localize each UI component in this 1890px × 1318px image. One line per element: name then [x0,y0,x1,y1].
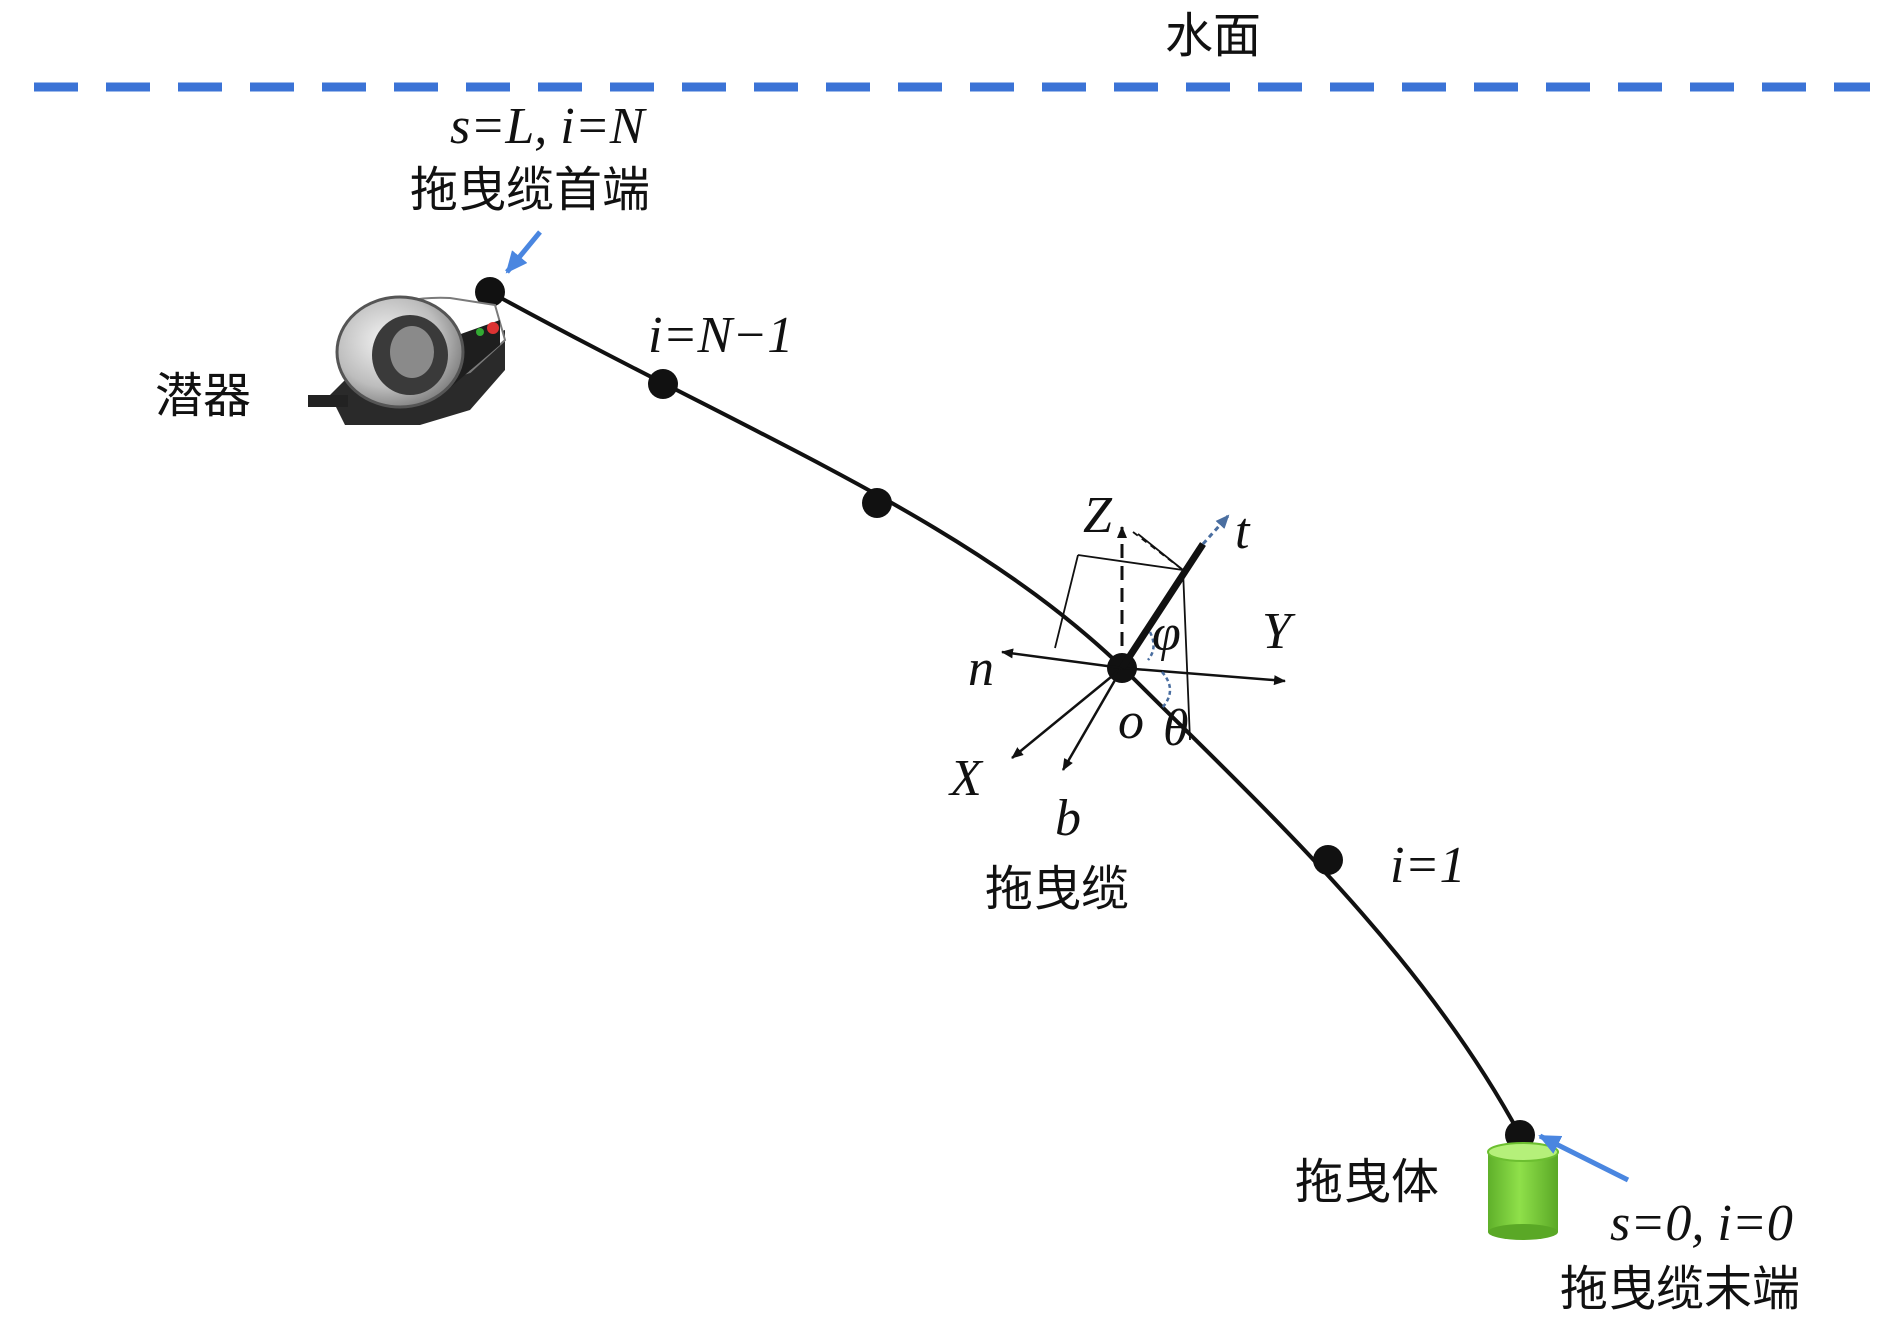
axis-t-arrow [1201,514,1230,545]
tail-node-label: 拖曳缆末端 [1560,1261,1800,1317]
head-node-label: 拖曳缆首端 [410,162,650,218]
axis-X-label: X [948,750,984,807]
phi-label: φ [1152,605,1181,662]
axis-Z-label: Z [1083,487,1113,544]
towed-cable [489,290,1522,1136]
node-n-minus-1-label: i=N−1 [648,307,793,364]
towed-body-label: 拖曳体 [1295,1154,1439,1210]
submersible-label: 潜器 [155,368,251,424]
submersible-illustration [308,295,507,425]
coordinate-frame [1001,514,1286,771]
node-n-minus-1 [648,369,678,399]
water-surface-label: 水面 [1165,8,1261,64]
axis-n-label: n [968,640,994,697]
axis-b-label: b [1055,790,1081,847]
axis-X-arrow [1011,667,1123,759]
cable-label: 拖曳缆 [985,861,1129,917]
tail-pointer-arrow [1538,1133,1630,1183]
tail-node-equation: s=0, i=0 [1610,1195,1793,1252]
phi-arc [1147,631,1155,661]
theta-arc [1161,671,1172,709]
axis-t-line [1119,542,1206,670]
axis-Y-arrow [1121,666,1286,686]
axis-Y-label: Y [1262,603,1296,660]
node-i1-label: i=1 [1390,837,1466,894]
origin-label: o [1118,693,1144,750]
head-pointer-arrow [505,230,542,274]
head-node-equation: s=L, i=N [450,98,648,155]
towed-body-cylinder [1487,1142,1559,1240]
node-i1 [1313,845,1343,875]
theta-label: θ [1163,700,1189,757]
axis-t-label: t [1235,503,1251,560]
node-head [475,277,505,307]
axis-b-arrow [1061,667,1124,771]
axis-n-arrow [1001,648,1123,670]
node-mid [862,488,892,518]
